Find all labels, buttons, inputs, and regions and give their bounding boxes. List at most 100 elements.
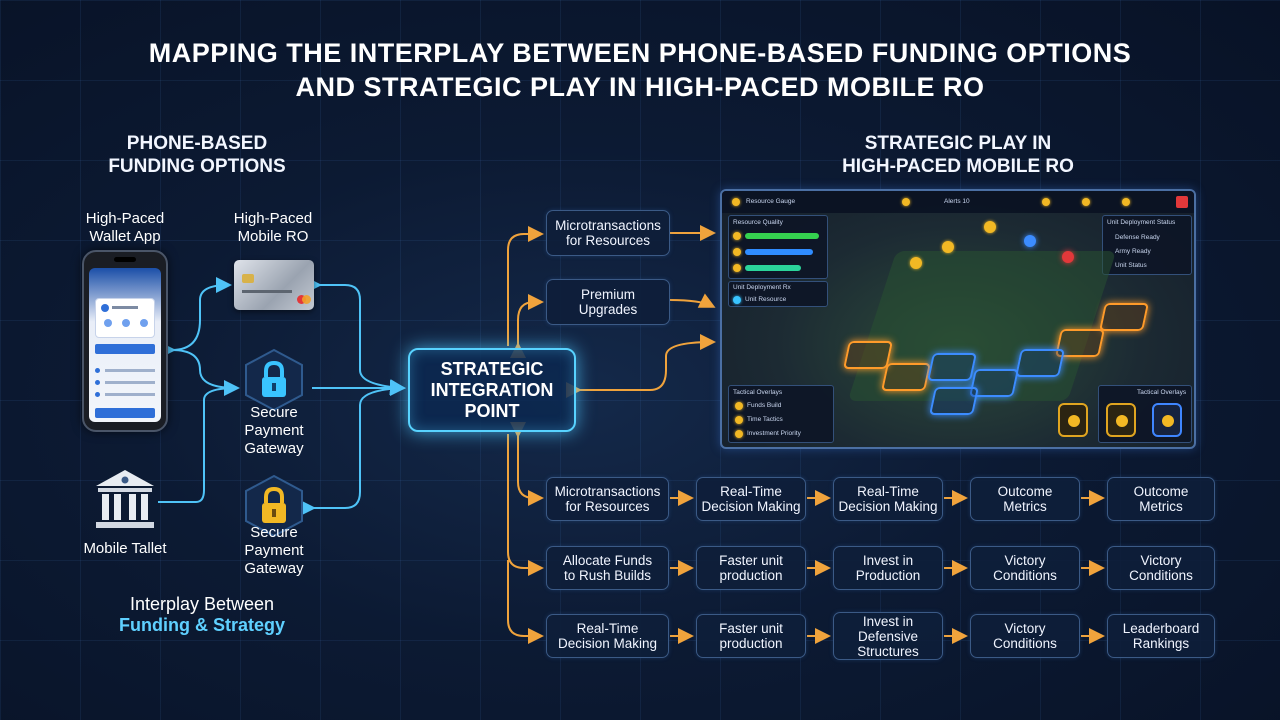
box-line-2: Defensive [857, 628, 919, 644]
unit-deployment-item: Unit Resource [745, 296, 787, 303]
wallet-card-widget [95, 298, 155, 338]
wire-center-game [566, 334, 716, 398]
board-tile-orange [1099, 303, 1149, 331]
tactical-item: Time Tactics [747, 416, 783, 423]
box-line-1: Victory [1004, 553, 1046, 568]
resource-bar-teal [745, 265, 801, 271]
box-line-2: Metrics [1003, 499, 1047, 514]
coin-icon [910, 257, 922, 269]
box-line-1: Microtransactions [554, 484, 661, 499]
gateway-2-line-3: Gateway [244, 560, 304, 577]
interplay-caption-line-2: Funding & Strategy [119, 615, 285, 635]
box-line-2: Decision Making [838, 499, 938, 514]
game-close-icon[interactable] [1176, 196, 1188, 208]
gateway-2-line-2: Payment [244, 542, 304, 559]
box-line-1: Invest in [862, 553, 914, 568]
left-section-header: PHONE-BASED FUNDING OPTIONS [92, 132, 302, 178]
unit-deployment-panel: Unit Deployment Rx Unit Resource [728, 281, 828, 307]
credit-card-image [234, 260, 314, 310]
gateway-2-line-1: Secure [250, 524, 298, 541]
box-line-1: Faster unit [719, 621, 783, 636]
board-tile-blue [929, 387, 979, 415]
tactical-overlays-left-title: Tactical Overlays [733, 389, 783, 396]
strategic-integration-point[interactable]: STRATEGIC INTEGRATION POINT [408, 348, 576, 432]
box-line-2: Conditions [1129, 568, 1193, 583]
box-line-2: for Resources [565, 499, 650, 514]
game-screenshot: Resource Gauge Alerts 10 Resource Qualit… [720, 189, 1196, 449]
tactical-overlays-right-title: Tactical Overlays [1137, 389, 1187, 396]
ability-icon [1068, 415, 1080, 427]
coin-icon [733, 264, 741, 272]
box-line-1: Microtransactions [555, 218, 661, 233]
box-line-1: Faster unit [719, 553, 783, 568]
gateway-1-line-3: Gateway [244, 440, 304, 457]
gateway-1-line-1: Secure [250, 404, 298, 421]
wire-bank-gateway [158, 387, 237, 503]
title-line-1: MAPPING THE INTERPLAY BETWEEN PHONE-BASE… [148, 38, 1132, 68]
title-line-2: AND STRATEGIC PLAY IN HIGH-PACED MOBILE … [295, 72, 985, 102]
unit-status-panel: Unit Deployment Status Defense Ready Arm… [1102, 215, 1192, 275]
box-line-2: to Rush Builds [563, 568, 652, 583]
game-top-left-label: Resource Gauge [746, 198, 796, 205]
game-top-center-label: Alerts 10 [944, 198, 970, 205]
unit-status-item: Defense Ready [1115, 234, 1160, 241]
coin-icon [735, 430, 743, 438]
wallet-action-icon [104, 319, 112, 327]
wire-center-row2 [507, 434, 544, 576]
box-line-2: production [719, 568, 783, 583]
box-line-2: Conditions [993, 568, 1057, 583]
phone-screen [89, 268, 161, 422]
wire-center-row3 [507, 560, 544, 644]
page-title: MAPPING THE INTERPLAY BETWEEN PHONE-BASE… [0, 36, 1280, 104]
wallet-phone-image [82, 250, 168, 432]
wallet-logo-icon [101, 304, 109, 312]
center-line-2: INTEGRATION [430, 379, 554, 400]
wire-card-center [306, 277, 406, 396]
board-tile-orange [881, 363, 931, 391]
center-line-3: POINT [464, 400, 520, 421]
card-label-line-1: High-Paced [233, 210, 313, 227]
unit-status-item: Army Ready [1115, 248, 1151, 255]
ability-badge-gold[interactable] [1106, 403, 1136, 437]
coin-icon [733, 232, 741, 240]
wallet-action-icon [140, 319, 148, 327]
enemy-icon [1062, 251, 1074, 263]
wallet-action-icon [122, 319, 130, 327]
card-number-line [242, 290, 292, 293]
box-line-1: Invest in [862, 613, 914, 629]
ability-badge-blue[interactable] [1152, 403, 1182, 437]
right-header-line-2: HIGH-PACED MOBILE RO [842, 156, 1074, 177]
box-line-1: Real-Time [576, 621, 639, 636]
unit-icon [733, 296, 741, 304]
box-line-1: Outcome [997, 484, 1053, 499]
box-line-3: Structures [857, 643, 919, 659]
wire-phone-gateway [171, 349, 240, 396]
list-item [105, 393, 155, 396]
gateway-2-label: Secure Payment Gateway [222, 524, 326, 578]
list-item [105, 381, 155, 384]
ability-badge-gold[interactable] [1058, 403, 1088, 437]
card-chip-icon [242, 274, 254, 283]
coin-icon [732, 198, 740, 206]
wallet-primary-button[interactable] [95, 344, 155, 354]
wallet-bottom-button[interactable] [95, 408, 155, 418]
unit-status-title: Unit Deployment Status [1107, 219, 1176, 226]
